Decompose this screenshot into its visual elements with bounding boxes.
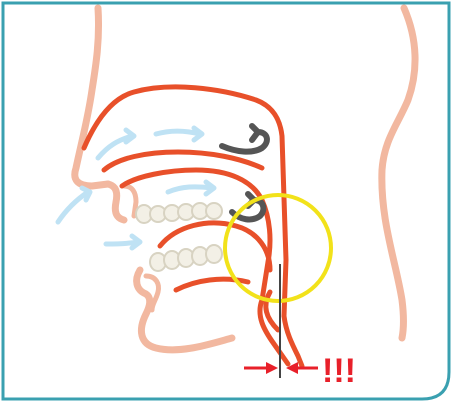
upper-gum-outline (124, 186, 136, 216)
upper-teeth (136, 203, 222, 223)
back-of-head-outline (382, 8, 415, 338)
inhale-arrow-mouth-1-icon (168, 182, 214, 194)
inhale-arrow-nostril-icon (58, 188, 90, 222)
narrowing-arrow-left-icon (244, 362, 278, 374)
inhale-arrow-mouth-2-icon (106, 236, 140, 248)
epiglottis (266, 292, 278, 330)
blocked-arrow-upper-icon (222, 126, 267, 152)
inhale-arrow-nose-icon (98, 130, 134, 158)
obstruction-highlight-circle (225, 195, 331, 301)
teeth-group (136, 203, 222, 271)
lower-teeth (150, 245, 222, 271)
upper-lip-outline (108, 184, 124, 220)
forehead-nose-outline (75, 8, 108, 186)
inhale-arrow-nasal-1-icon (156, 128, 202, 140)
hard-palate (104, 152, 262, 170)
warning-label: !!! (322, 352, 356, 390)
